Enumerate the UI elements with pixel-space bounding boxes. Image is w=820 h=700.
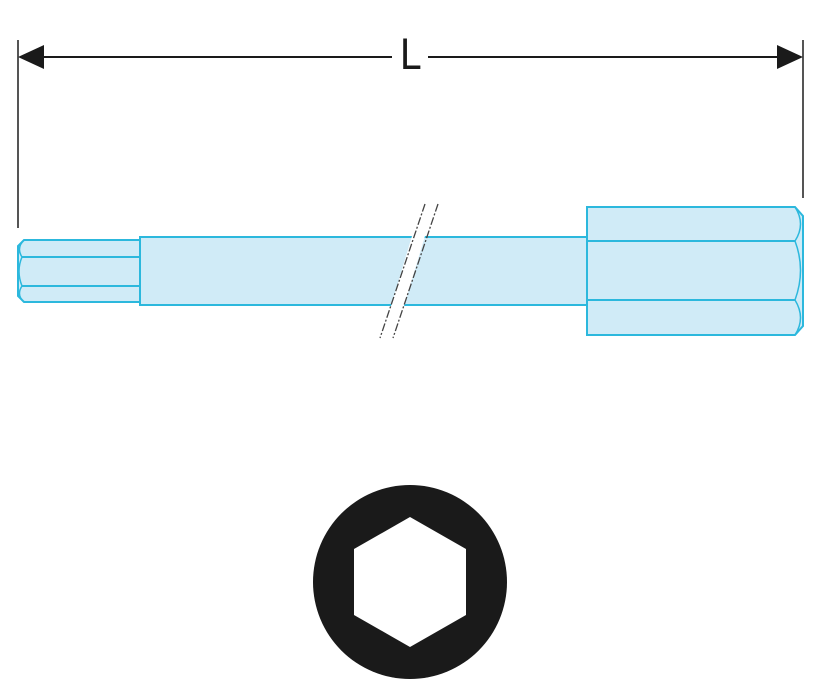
hex-socket-end-view-icon: [313, 485, 507, 679]
hex-head: [586, 206, 804, 336]
shaft: [139, 236, 588, 306]
hex-bit-side-view: [17, 206, 804, 336]
length-dimension-label: L: [392, 30, 428, 80]
break-marks: [379, 203, 439, 339]
hex-tip: [17, 239, 141, 303]
